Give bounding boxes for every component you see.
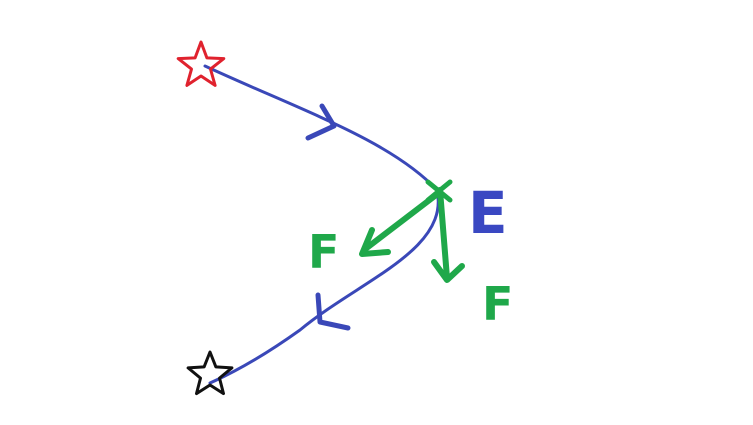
force-label-left: F <box>308 225 339 279</box>
force-label-down: F <box>482 277 513 331</box>
direction-arrow-outgoing <box>315 292 351 331</box>
trajectory-path-incoming <box>203 64 439 192</box>
point-label: E <box>468 179 508 247</box>
end-star-icon <box>186 350 234 396</box>
point-e-marker <box>425 179 453 203</box>
start-star-icon <box>176 40 226 87</box>
force-vector-down <box>431 187 465 283</box>
direction-arrow-incoming <box>305 103 337 141</box>
